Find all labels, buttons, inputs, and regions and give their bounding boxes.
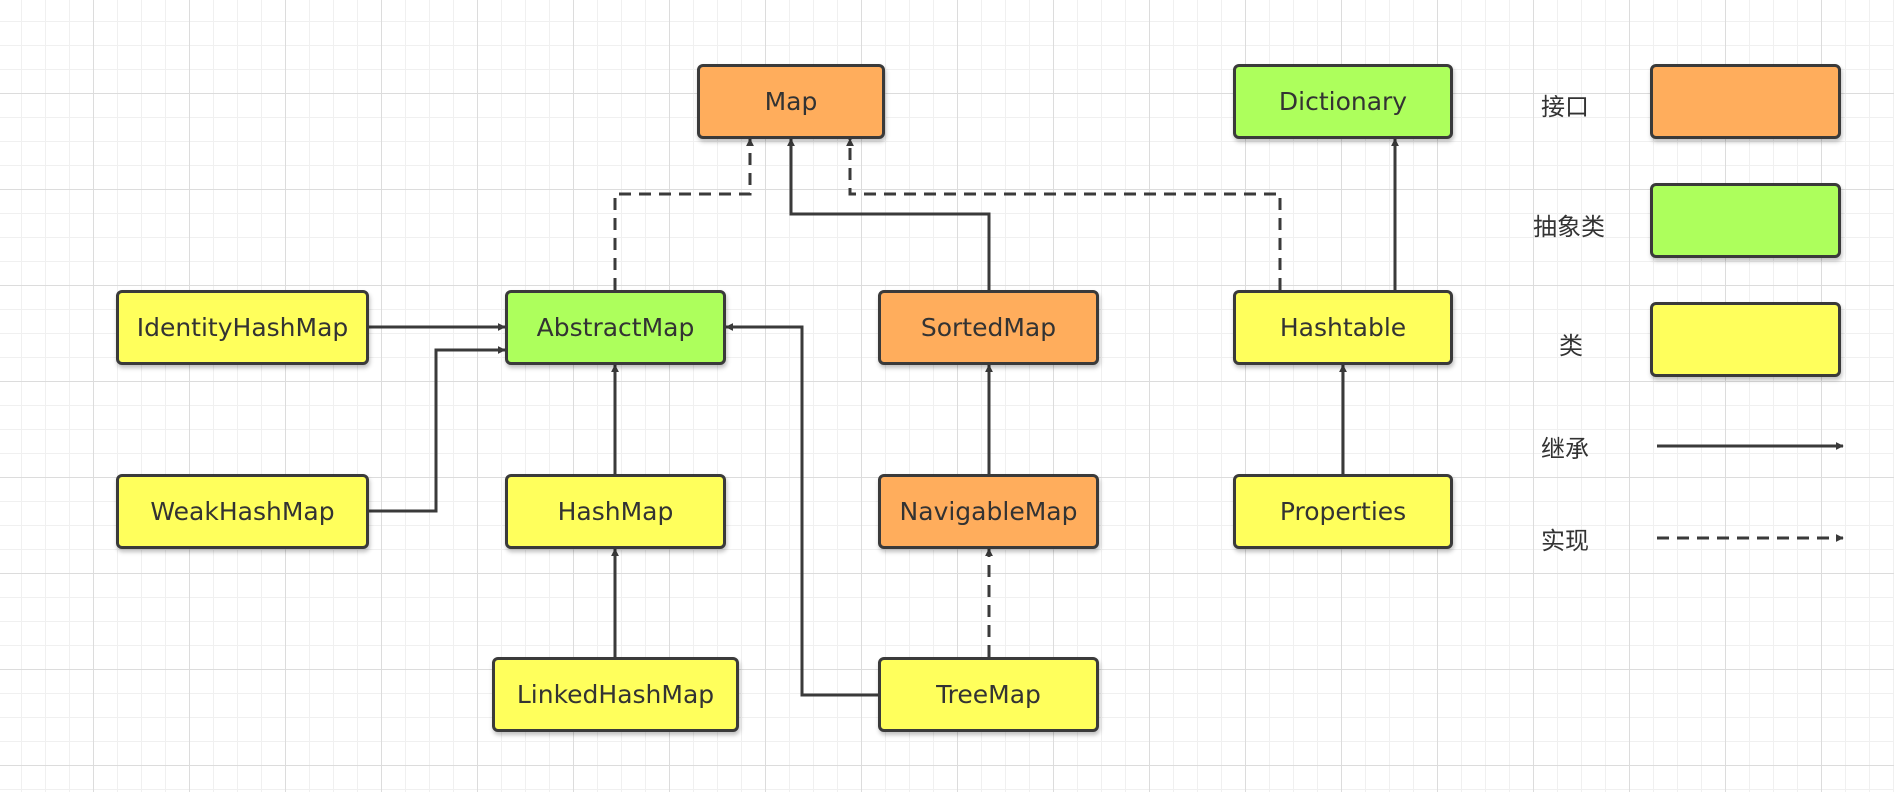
- legend-inherit-label: 继承: [1541, 435, 1589, 463]
- edges-layer: [369, 138, 1844, 697]
- node-navigable-map: NavigableMap: [878, 474, 1099, 549]
- edge-weak-hash-map-to-abstract-map: [369, 346, 506, 513]
- legend-interface-swatch: [1650, 64, 1841, 139]
- node-hashtable: Hashtable: [1233, 290, 1453, 365]
- node-map: Map: [697, 64, 885, 139]
- edge-abstract-map-to-map: [613, 138, 754, 290]
- node-hash-map: HashMap: [505, 474, 726, 549]
- legend-implement-label: 实现: [1541, 527, 1589, 555]
- legend-class-swatch: [1650, 302, 1841, 377]
- node-linked-hash-map: LinkedHashMap: [492, 657, 739, 732]
- edge-sorted-map-to-map: [787, 138, 991, 290]
- node-weak-hash-map: WeakHashMap: [116, 474, 369, 549]
- node-tree-map: TreeMap: [878, 657, 1099, 732]
- node-abstract-map: AbstractMap: [505, 290, 726, 365]
- legend-abstract-swatch: [1650, 183, 1841, 258]
- legend-interface-label: 接口: [1541, 93, 1589, 121]
- legend-abstract-label: 抽象类: [1533, 213, 1605, 241]
- node-dictionary: Dictionary: [1233, 64, 1453, 139]
- node-identity-hash-map: IdentityHashMap: [116, 290, 369, 365]
- edge-tree-map-to-abstract-map: [725, 323, 878, 697]
- node-sorted-map: SortedMap: [878, 290, 1099, 365]
- node-properties: Properties: [1233, 474, 1453, 549]
- edge-hashtable-to-map: [846, 138, 1282, 290]
- legend-class-label: 类: [1559, 332, 1583, 360]
